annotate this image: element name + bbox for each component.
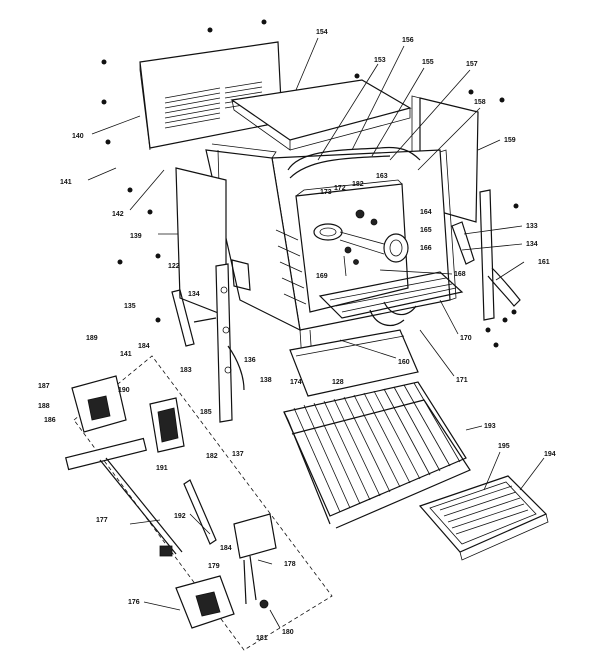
label-189: 189 <box>86 335 98 342</box>
label-157: 157 <box>466 61 478 68</box>
label-171: 171 <box>456 377 468 384</box>
label-160: 160 <box>398 359 410 366</box>
label-140: 140 <box>72 133 84 140</box>
control-assembly-box <box>65 355 333 651</box>
label-153: 153 <box>374 57 386 64</box>
oven-rack <box>283 381 471 529</box>
label-161: 161 <box>538 259 550 266</box>
part-labels: 154 156 153 155 157 158 159 140 141 142 … <box>38 29 556 642</box>
label-182-upper: 182 <box>352 181 364 188</box>
broiler-pan <box>418 475 549 561</box>
door-hinge-left <box>171 259 251 391</box>
label-164: 164 <box>420 209 432 216</box>
label-187: 187 <box>38 383 50 390</box>
label-166: 166 <box>420 245 432 252</box>
label-182-lower: 182 <box>206 453 218 460</box>
label-178: 178 <box>284 561 296 568</box>
top-panel <box>230 79 412 151</box>
broil-burner <box>318 271 464 327</box>
label-134-right: 134 <box>526 241 538 248</box>
leader-lines <box>87 37 545 629</box>
label-186: 186 <box>44 417 56 424</box>
front-rail <box>215 263 233 423</box>
label-159: 159 <box>504 137 516 144</box>
label-195: 195 <box>498 443 510 450</box>
bottom-tray <box>289 329 419 397</box>
label-184-lower: 184 <box>220 545 232 552</box>
label-141-lower: 141 <box>120 351 132 358</box>
label-128: 128 <box>332 379 344 386</box>
label-194: 194 <box>544 451 556 458</box>
label-138: 138 <box>260 377 272 384</box>
label-193: 193 <box>484 423 496 430</box>
label-191: 191 <box>156 465 168 472</box>
label-172: 172 <box>334 185 346 192</box>
label-141: 141 <box>60 179 72 186</box>
label-137: 137 <box>232 451 244 458</box>
label-142: 142 <box>112 211 124 218</box>
label-179: 179 <box>208 563 220 570</box>
label-156: 156 <box>402 37 414 44</box>
oven-body <box>205 143 457 363</box>
label-174: 174 <box>290 379 302 386</box>
label-134-left: 134 <box>188 291 200 298</box>
label-190: 190 <box>118 387 130 394</box>
label-192: 192 <box>174 513 186 520</box>
label-158: 158 <box>474 99 486 106</box>
label-181: 181 <box>256 635 268 642</box>
label-176: 176 <box>128 599 140 606</box>
label-177: 177 <box>96 517 108 524</box>
label-135: 135 <box>124 303 136 310</box>
label-136: 136 <box>244 357 256 364</box>
label-169: 169 <box>316 273 328 280</box>
label-183: 183 <box>180 367 192 374</box>
label-165: 165 <box>420 227 432 234</box>
label-188: 188 <box>38 403 50 410</box>
label-154: 154 <box>316 29 328 36</box>
label-155: 155 <box>422 59 434 66</box>
label-139: 139 <box>130 233 142 240</box>
label-133: 133 <box>526 223 538 230</box>
label-163: 163 <box>376 173 388 180</box>
label-168: 168 <box>454 271 466 278</box>
label-122: 122 <box>168 263 180 270</box>
label-185: 185 <box>200 409 212 416</box>
label-180: 180 <box>282 629 294 636</box>
door-hinge-right <box>451 189 521 321</box>
label-184-upper: 184 <box>138 343 150 350</box>
label-173: 173 <box>320 189 332 196</box>
label-170: 170 <box>460 335 472 342</box>
